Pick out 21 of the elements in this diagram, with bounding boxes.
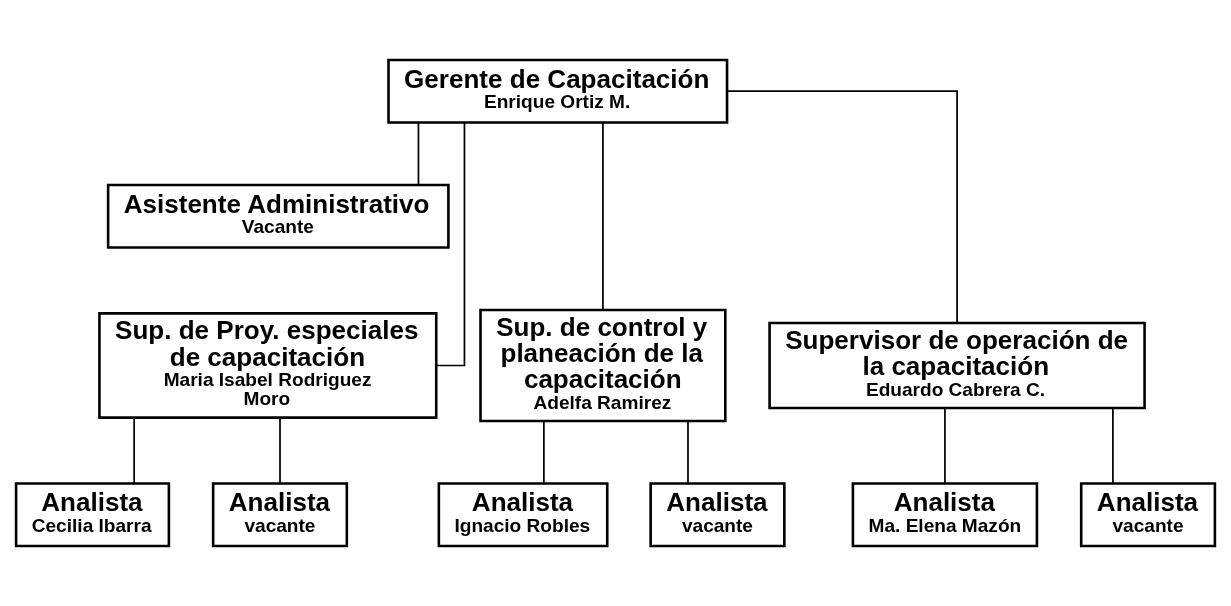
connector	[602, 121, 604, 311]
connector	[944, 407, 946, 484]
connector	[417, 121, 420, 186]
node-box: Supervisor de operación de la capacitación Eduardo Cabrera C.	[768, 321, 1146, 410]
node-box: Asistente Administrativo Vacante	[106, 183, 450, 249]
node-box: Analista vacante	[211, 482, 349, 548]
node-box: Analista vacante	[1079, 482, 1217, 548]
connector	[133, 416, 136, 485]
node-box: Analista Ignacio Robles	[437, 482, 609, 548]
connector	[687, 420, 689, 484]
node-box: Analista vacante	[649, 482, 786, 548]
connector	[435, 121, 466, 367]
connector	[279, 416, 281, 485]
connector	[543, 420, 545, 484]
node-box: Sup. de Proy. especiales de capacitación Maria Isabel Rodriguez Moro	[98, 312, 438, 419]
node-box: Gerente de Capacitación Enrique Ortiz M.	[387, 58, 729, 124]
connector	[1112, 407, 1114, 484]
node-box: Analista Ma. Elena Mazón	[851, 482, 1039, 548]
node-box: Analista Cecilia Ibarra	[14, 482, 171, 548]
connector	[726, 90, 958, 324]
node-box: Sup. de control y planeación de la capacitación Adelfa Ramirez	[479, 308, 727, 423]
